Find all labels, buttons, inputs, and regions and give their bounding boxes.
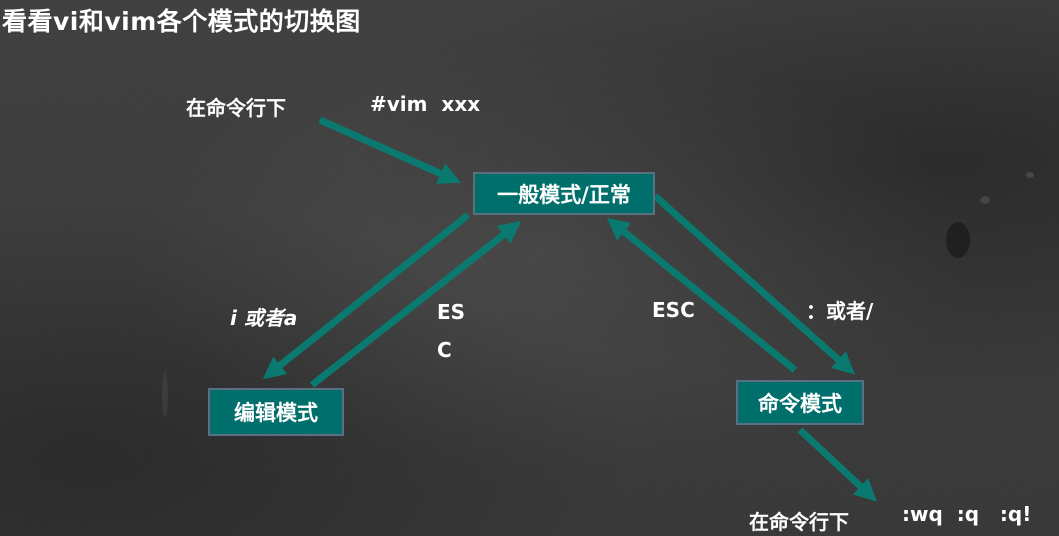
page-title: 看看vi和vim各个模式的切换图	[2, 7, 361, 36]
arrow-normal-to-edit	[262, 212, 471, 380]
arrow-command-to-normal	[606, 217, 798, 373]
arrow-command-to-cmdline	[797, 427, 877, 502]
cmdline-bottom-label: 在命令行下	[749, 510, 849, 534]
command-mode-box: 命令模式	[736, 380, 864, 425]
esc-left-label-part1: ES	[437, 300, 466, 324]
arrow-edit-to-normal	[309, 220, 522, 388]
esc-left-label-part2: C	[437, 338, 452, 362]
quit-commands-label: :wq :q :q!	[902, 502, 1032, 526]
normal-mode-box: 一般模式/正常	[473, 172, 655, 215]
edit-mode-box: 编辑模式	[208, 388, 344, 436]
insert-keys-label: i 或者a	[230, 306, 298, 330]
arrow-vim-to-normal	[318, 116, 462, 184]
vim-command-label: #vim xxx	[370, 92, 481, 116]
arrow-normal-to-command	[652, 193, 856, 375]
esc-right-label: ESC	[652, 298, 695, 322]
cmdline-top-label: 在命令行下	[186, 96, 286, 120]
colon-or-slash-label: ：或者/	[806, 299, 874, 323]
